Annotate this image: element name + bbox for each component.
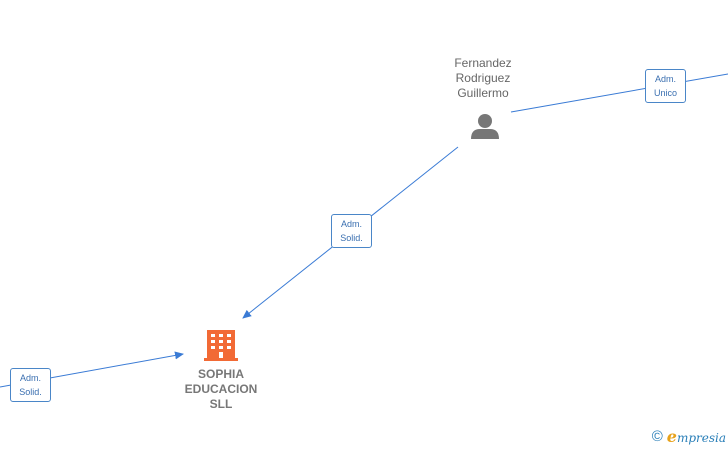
company-name-line: SLL bbox=[209, 397, 233, 411]
person-icon[interactable] bbox=[471, 114, 499, 139]
edge-label-line: Adm. bbox=[340, 219, 362, 229]
edge-label-adm-unico[interactable]: Adm. Unico bbox=[645, 69, 686, 103]
person-name-line: Fernandez bbox=[454, 56, 512, 70]
edge-label-line: Solid. bbox=[340, 233, 363, 243]
brand-initial: e bbox=[666, 427, 677, 446]
copyright-symbol: © bbox=[651, 428, 663, 445]
person-name-label[interactable]: Fernandez Rodriguez Guillermo bbox=[443, 56, 523, 101]
company-name-label[interactable]: SOPHIA EDUCACION SLL bbox=[171, 367, 271, 412]
edge-label-line: Solid. bbox=[19, 387, 42, 397]
edge-label-line: Adm. bbox=[654, 74, 676, 84]
brand-logo: empresia bbox=[667, 427, 726, 446]
edge-label-line: Adm. bbox=[19, 373, 41, 383]
edge-label-adm-solid-person[interactable]: Adm. Solid. bbox=[331, 214, 372, 248]
building-icon[interactable] bbox=[204, 330, 238, 361]
person-name-line: Rodriguez bbox=[455, 71, 511, 85]
edge-label-adm-solid-left[interactable]: Adm. Solid. bbox=[10, 368, 51, 402]
brand-name: mpresia bbox=[676, 431, 726, 445]
person-name-line: Guillermo bbox=[457, 86, 509, 100]
edge-line-top-right bbox=[510, 73, 728, 113]
empresia-watermark: © empresia bbox=[652, 427, 726, 446]
company-name-line: SOPHIA bbox=[197, 367, 244, 381]
company-name-line: EDUCACION bbox=[184, 382, 258, 396]
edge-label-line: Unico bbox=[653, 88, 677, 98]
